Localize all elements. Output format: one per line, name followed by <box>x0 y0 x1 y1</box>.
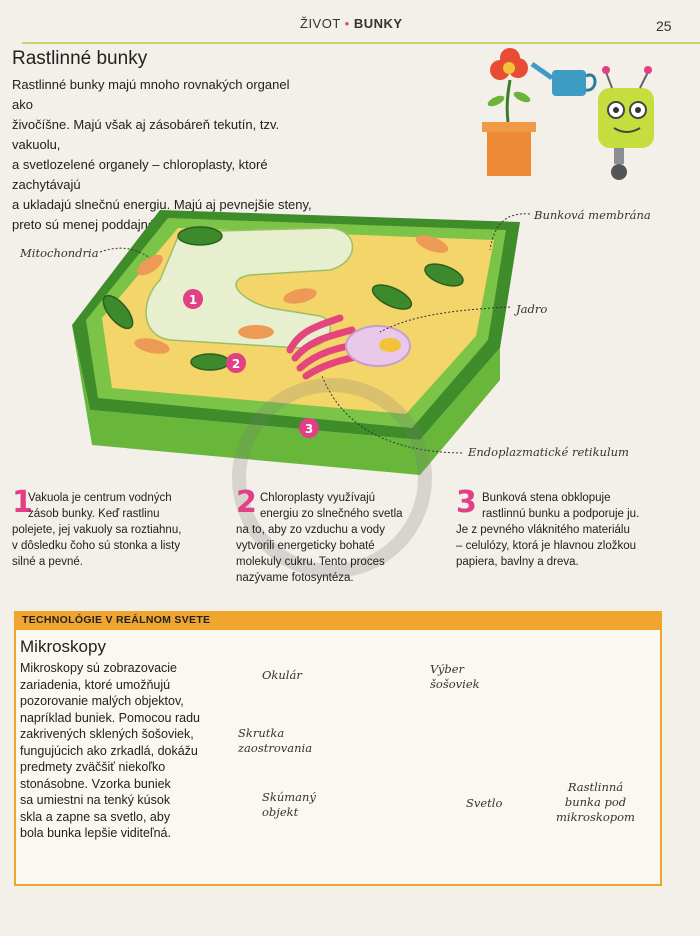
numbered-line: rastlinnú bunku a podporuje ju. <box>482 508 640 520</box>
box-line: bola bunka lepšie viditeľná. <box>20 826 171 840</box>
badge-1: 1 <box>189 293 197 307</box>
numbered-text-1: Vakuola je centrum vodných zásob bunky. … <box>12 490 222 570</box>
numbered-line: Je z pevného vláknitého materiálu <box>456 524 630 536</box>
numbered-line: polejete, jej vakuoly sa roztiahnu, <box>12 524 182 536</box>
numbered-line: vytvorili energeticky bohaté <box>236 540 375 552</box>
label-line: Skrutka <box>238 726 285 740</box>
label-light: Svetlo <box>466 796 503 810</box>
label-line: objekt <box>262 805 299 819</box>
badge-2: 2 <box>232 357 240 371</box>
header-rule <box>22 42 700 44</box>
label-line: zaostrovania <box>238 741 313 755</box>
article-title: Rastlinné bunky <box>12 48 148 69</box>
numbered-line: zásob bunky. Keď rastlinu <box>28 508 160 520</box>
numbered-line: na to, aby zo vzduchu a vody <box>236 524 385 536</box>
label-lens-select: Výber šošoviek <box>430 662 480 692</box>
label-nucleus: Jadro <box>516 302 548 316</box>
flower-pot-illustration <box>482 48 536 176</box>
box-line: Mikroskopy sú zobrazovacie <box>20 661 178 675</box>
numbered-line: Bunková stena obklopuje <box>482 492 611 504</box>
intro-line: a svetlozelené organely – chloroplasty, … <box>12 157 268 192</box>
watering-can-illustration <box>530 61 597 96</box>
numbered-line: silné a pevné. <box>12 556 83 568</box>
number-2: 2 <box>236 485 257 520</box>
number-3: 3 <box>456 485 477 520</box>
section-prefix: ŽIVOT <box>300 16 341 31</box>
section-title: ŽIVOT • BUNKY <box>300 16 403 31</box>
box-text: Mikroskopy sú zobrazovacie zariadenia, k… <box>20 660 240 842</box>
label-er: Endoplazmatické retikulum <box>468 445 629 459</box>
intro-line: Rastlinné bunky majú mnoho rovnakých org… <box>12 77 290 112</box>
label-line: šošoviek <box>430 677 480 691</box>
intro-line: živočíšne. Majú však aj zásobáreň tekutí… <box>12 117 280 152</box>
box-line: stonásobne. Vzorka buniek <box>20 776 171 791</box>
label-membrane: Bunková membrána <box>534 208 651 222</box>
label-cell-under-microscope: Rastlinná bunka pod mikroskopom <box>556 780 635 825</box>
label-line: Skúmaný <box>262 790 316 804</box>
label-line: mikroskopom <box>556 810 635 824</box>
page-header: ŽIVOT • BUNKY 25 <box>0 0 700 44</box>
numbered-line: energiu zo slnečného svetla <box>260 508 403 520</box>
label-object: Skúmaný objekt <box>262 790 316 820</box>
label-mitochondria: Mitochondria <box>20 246 99 260</box>
section-name: BUNKY <box>353 16 403 31</box>
box-title: Mikroskopy <box>20 637 106 656</box>
numbered-line: v dôsledku čoho sú stonka a listy <box>12 540 181 552</box>
numbered-line: papiera, bavlny a dreva. <box>456 556 579 568</box>
label-line: Rastlinná <box>567 780 624 794</box>
page-number: 25 <box>656 18 672 34</box>
box-line: skla a zapne sa svetlo, aby <box>20 809 171 824</box>
article-intro: Rastlinné bunky majú mnoho rovnakých org… <box>12 75 312 235</box>
section-bullet: • <box>344 16 350 31</box>
box-line: fungujúcich ako zrkadlá, dokážu <box>20 743 198 758</box>
numbered-text-2: Chloroplasty využívajú energiu zo slnečn… <box>236 490 436 586</box>
box-line: predmety zväčšiť niekoľko <box>20 760 166 774</box>
box-line: zakrivených sklených šošoviek, <box>20 727 194 741</box>
label-line: Výber <box>430 662 465 676</box>
technology-box <box>14 630 662 886</box>
technology-box-header: TECHNOLÓGIE V REÁLNOM SVETE <box>14 611 662 630</box>
number-1: 1 <box>12 485 33 520</box>
box-line: sa umiestni na tenký kúsok <box>20 793 171 807</box>
label-line: bunka pod <box>564 795 627 809</box>
box-line: pozorovanie malých objektov, <box>20 694 184 708</box>
numbered-text-3: Bunková stena obklopuje rastlinnú bunku … <box>456 490 671 570</box>
intro-line: a ukladajú slnečnú energiu. Majú aj pevn… <box>12 197 312 212</box>
numbered-line: Chloroplasty využívajú <box>260 492 376 504</box>
label-eyepiece: Okulár <box>262 668 302 682</box>
numbered-line: – celulózy, ktorá je hlavnou zložkou <box>456 540 637 552</box>
numbered-line: Vakuola je centrum vodných <box>28 492 172 504</box>
box-line: napríklad buniek. Pomocou radu <box>20 710 200 725</box>
technology-box-header-text: TECHNOLÓGIE V REÁLNOM SVETE <box>22 614 211 626</box>
numbered-line: nazývame fotosyntéza. <box>236 572 354 584</box>
label-focus-knob: Skrutka zaostrovania <box>238 726 312 756</box>
plant-cell-diagram <box>72 210 520 475</box>
robot-illustration <box>598 66 654 180</box>
box-line: zariadenia, ktoré umožňujú <box>20 677 171 692</box>
numbered-line: molekuly cukru. Tento proces <box>236 556 385 568</box>
